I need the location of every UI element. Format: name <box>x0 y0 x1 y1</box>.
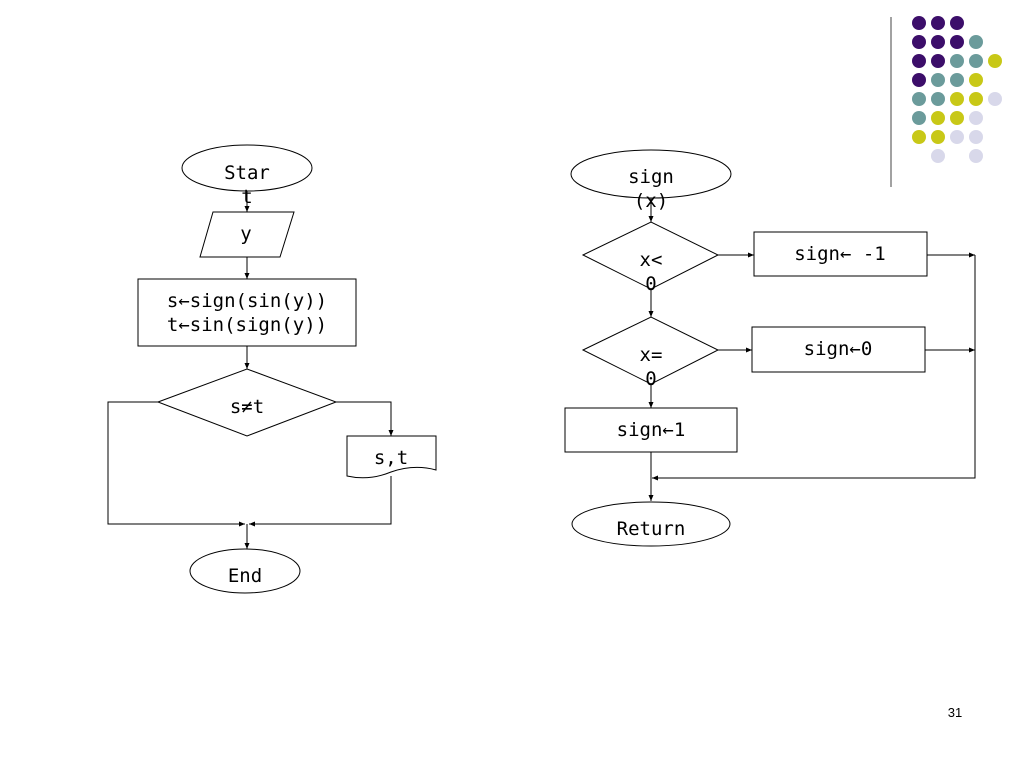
start-label: Start <box>224 162 270 208</box>
decorative-dot <box>931 149 945 163</box>
decorative-dot <box>912 73 926 87</box>
process-line-1: s←sign(sin(y)) <box>166 290 328 312</box>
decorative-dot <box>969 149 983 163</box>
decorative-dot <box>969 111 983 125</box>
decorative-dot <box>969 73 983 87</box>
left-flowchart <box>107 144 437 594</box>
decorative-dot <box>931 92 945 106</box>
assign-box-2 <box>751 326 926 373</box>
decorative-dot <box>912 111 926 125</box>
decorative-dot <box>950 92 964 106</box>
assign-2-label: sign←0 <box>803 338 873 360</box>
output-document <box>346 435 437 479</box>
decorative-dot <box>988 54 1002 68</box>
input-parallelogram <box>199 211 295 258</box>
return-label: Return <box>616 518 686 540</box>
decorative-dot <box>969 130 983 144</box>
decorative-dot <box>950 35 964 49</box>
decorative-dot <box>912 54 926 68</box>
return-terminator <box>571 501 731 547</box>
decorative-dot <box>969 54 983 68</box>
decision-label: s≠t <box>229 396 265 418</box>
output-label: s,t <box>373 447 409 469</box>
decorative-dot <box>931 73 945 87</box>
decorative-dot <box>931 130 945 144</box>
decorative-dot <box>950 73 964 87</box>
decorative-dot <box>912 130 926 144</box>
page-number: 31 <box>947 705 963 720</box>
decorative-dot <box>912 35 926 49</box>
end-label: End <box>227 565 263 587</box>
process-box <box>137 278 357 347</box>
decorative-dot <box>931 35 945 49</box>
decision-2-label: x=0 <box>639 344 663 390</box>
decorative-dot <box>931 16 945 30</box>
assign-1-label: sign← -1 <box>794 243 886 265</box>
decision-1-label: x<0 <box>639 249 663 295</box>
connector-arrow-merge <box>652 255 976 481</box>
decorative-dot <box>950 111 964 125</box>
decorative-dot <box>988 92 1002 106</box>
process-line-2: t←sin(sign(y)) <box>166 314 328 336</box>
assign-box-1 <box>753 231 928 277</box>
right-flowchart <box>564 149 976 547</box>
decorative-dot <box>950 16 964 30</box>
decorative-dot <box>931 54 945 68</box>
connector-arrow <box>249 476 392 527</box>
connector-arrow-true-branch <box>336 401 394 436</box>
decorative-dot <box>969 35 983 49</box>
decorative-dot-grid <box>912 16 1002 163</box>
input-label: y <box>240 223 252 245</box>
decorative-dot <box>912 16 926 30</box>
decorative-dot <box>969 92 983 106</box>
decorative-dot <box>912 92 926 106</box>
connector-arrow-false-branch <box>107 401 245 527</box>
function-start-label: sign(x) <box>628 166 674 212</box>
end-terminator <box>189 548 301 594</box>
decorative-dot <box>931 111 945 125</box>
assign-box-3 <box>564 407 738 453</box>
decorative-dot <box>950 130 964 144</box>
assign-3-label: sign←1 <box>616 419 686 441</box>
decorative-dot <box>950 54 964 68</box>
